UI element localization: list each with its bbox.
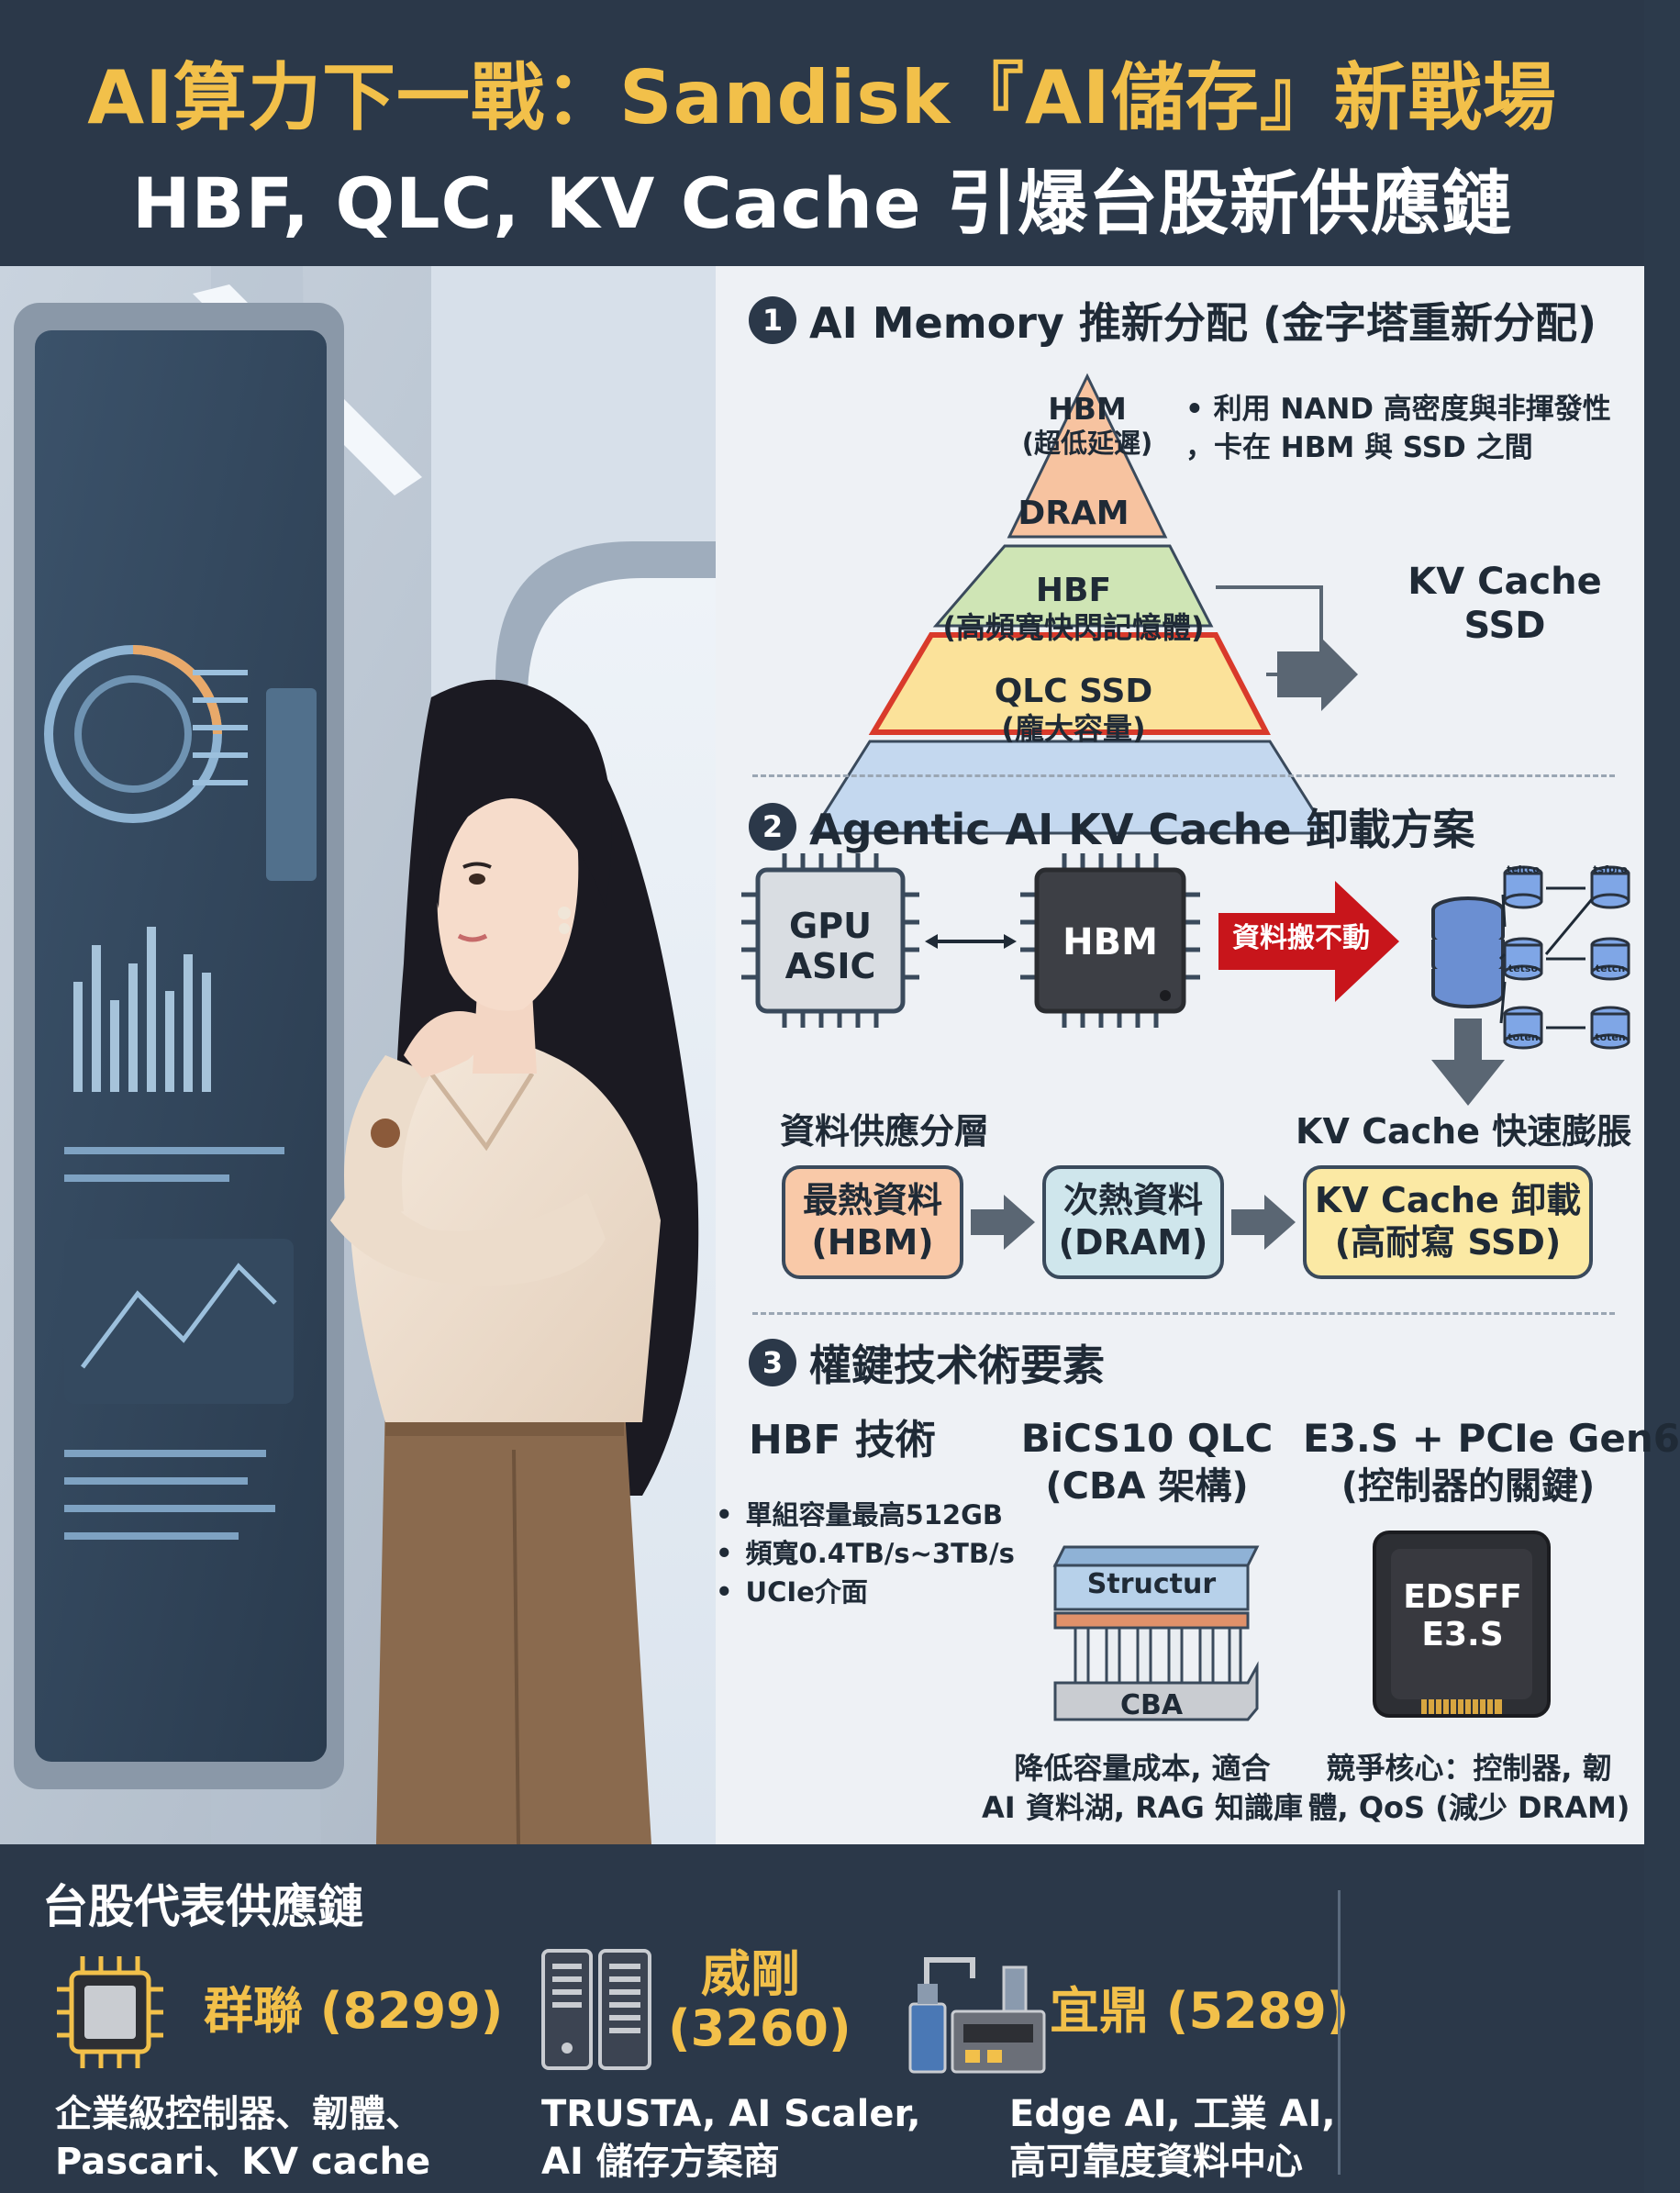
- illustration-art: [0, 266, 716, 1845]
- hbf-tech-title: HBF 技術: [749, 1417, 936, 1464]
- right-info-panel: 1 AI Memory 推新分配 (金字塔重新分配) HBM (超低延遲) DR…: [716, 266, 1680, 1844]
- section-title: AI Memory 推新分配 (金字塔重新分配): [809, 298, 1597, 348]
- mini-db-icon: [1503, 1006, 1543, 1050]
- memory-pyramid-diagram: [809, 373, 1358, 835]
- list-item: UCIe介面: [716, 1573, 1015, 1611]
- hbm-chip-icon: [1020, 853, 1200, 1028]
- factory-robot-icon: [908, 1957, 1046, 2074]
- red-arrow: [1218, 881, 1399, 1002]
- pyramid-note: • 利用 NAND 高密度與非揮發性 ，卡在 HBM 與 SSD 之間: [1185, 393, 1611, 464]
- section-number-badge: 2: [749, 803, 796, 851]
- section-title: 權鍵技术術要素: [809, 1341, 1105, 1390]
- company-name-adata: 威剛 (3260): [668, 1945, 851, 2058]
- footer-divider: [1338, 1890, 1341, 2175]
- mini-db-icon: [1590, 937, 1630, 981]
- list-item: 單組容量最高512GB: [716, 1496, 1015, 1534]
- cba-stack-diagram: [1052, 1545, 1260, 1721]
- company-name-phison: 群聯 (8299): [204, 1982, 504, 2040]
- mini-db-label: toten: [1595, 1031, 1626, 1043]
- gpu-chip-icon: [741, 853, 919, 1028]
- page-subtitle: HBF, QLC, KV Cache 引爆台股新供應鏈: [131, 162, 1513, 244]
- section-divider: [752, 1312, 1615, 1315]
- ssd-label: EDSFF E3.S: [1403, 1578, 1522, 1654]
- fanout-arrows: [1498, 886, 1594, 1030]
- mini-db-label: tsfpro: [1593, 863, 1628, 875]
- mini-db-icon: [1590, 1006, 1630, 1050]
- mini-db-label: teltco: [1507, 863, 1540, 875]
- gpu-label: GPU ASIC: [784, 906, 876, 986]
- down-arrow: [1431, 1019, 1505, 1106]
- list-item: 頻寬0.4TB/s~3TB/s: [716, 1534, 1015, 1573]
- hbm-chip-label: HBM: [1063, 921, 1158, 963]
- pyramid-tier-hbm: [1007, 373, 1168, 539]
- tier-hbm-label: HBM (超低延遲): [1021, 391, 1153, 459]
- flow-box-hottest: 最熱資料 (HBM): [782, 1165, 963, 1279]
- database-icon: [1431, 896, 1505, 1008]
- chip-icon: [57, 1956, 163, 2068]
- kv-arrow: [1277, 638, 1358, 711]
- pyramid-tier-hbf: [868, 632, 1271, 735]
- red-arrow-label: 資料搬不動: [1232, 922, 1370, 954]
- flow-box-kv-offload: KV Cache 卸載 (高耐寫 SSD): [1303, 1165, 1593, 1279]
- section-number-badge: 1: [749, 296, 796, 344]
- mini-db-label: tetso: [1508, 963, 1539, 974]
- e3s-caption: 競爭核心：控制器, 韌 體, QoS (減少 DRAM): [1307, 1751, 1630, 1826]
- hbf-tech-bullets: 單組容量最高512GB 頻寬0.4TB/s~3TB/s UCIe介面: [716, 1496, 1015, 1611]
- mini-db-icon: [1590, 865, 1630, 909]
- kv-growth-caption: KV Cache 快速膨脹: [1296, 1111, 1632, 1152]
- mini-db-label: tetcn: [1595, 963, 1626, 974]
- right-arrow-icon: [971, 1195, 1035, 1250]
- tier-qlc-label: QLC SSD (龐大容量): [994, 673, 1153, 747]
- section-2-heading: 2 Agentic AI KV Cache 卸載方案: [749, 796, 1475, 857]
- tier-dram-label: DRAM: [1018, 495, 1129, 532]
- company-desc-adata: TRUSTA, AI Scaler, AI 儲存方案商: [541, 2093, 921, 2183]
- company-name-innodisk: 宜鼎 (5289): [1050, 1982, 1350, 2040]
- bics-qlc-title: BiCS10 QLC (CBA 架構): [1020, 1416, 1274, 1508]
- mini-db-label: toten: [1508, 1031, 1539, 1043]
- section-1-heading: 1 AI Memory 推新分配 (金字塔重新分配): [749, 290, 1597, 351]
- section-number-badge: 3: [749, 1339, 796, 1386]
- header-banner: AI算力下一戰：Sandisk『AI儲存』新戰場 HBF, QLC, KV Ca…: [0, 0, 1644, 266]
- section-divider: [752, 774, 1615, 777]
- ssd-drive-icon: [1373, 1531, 1551, 1718]
- tier-hbf-label: HBF (高頻寬快閃記憶體): [942, 572, 1205, 646]
- supply-chain-footer: 台股代表供應鏈 群聯 (8299) 企業級控制器、韌體、 Pascari、KV …: [0, 1844, 1644, 2193]
- company-desc-innodisk: Edge AI, 工業 AI, 高可靠度資料中心: [1009, 2093, 1336, 2183]
- qlc-caption: 降低容量成本, 適合 AI 資料湖, RAG 知識庫: [982, 1751, 1303, 1826]
- cba-top-layer-label: Structur: [1086, 1568, 1217, 1600]
- page-title: AI算力下一戰：Sandisk『AI儲存』新戰場: [87, 55, 1557, 140]
- pyramid-tier-qlc: [809, 740, 1330, 835]
- footer-title: 台股代表供應鏈: [42, 1880, 363, 1933]
- e3s-title: E3.S + PCIe Gen6 (控制器的關鍵): [1303, 1416, 1680, 1508]
- section-title: Agentic AI KV Cache 卸載方案: [809, 805, 1475, 854]
- kv-offload-diagram: [741, 853, 1630, 1106]
- right-arrow-icon: [1231, 1195, 1296, 1250]
- woman-viewing-dashboard-illustration: [0, 266, 716, 1845]
- section-3-heading: 3 權鍵技术術要素: [749, 1332, 1105, 1393]
- company-desc-phison: 企業級控制器、韌體、 Pascari、KV cache: [55, 2093, 431, 2183]
- kv-cache-ssd-target: KV Cache SSD: [1407, 561, 1602, 647]
- cba-bottom-layer-label: CBA: [1119, 1689, 1184, 1721]
- flow-box-warm: 次熱資料 (DRAM): [1042, 1165, 1224, 1279]
- pyramid-tier-dram: [932, 544, 1214, 628]
- tiering-caption: 資料供應分層: [780, 1111, 990, 1152]
- server-rack-icon: [541, 1949, 651, 2070]
- mini-db-icon: [1503, 865, 1543, 909]
- mini-db-icon: [1503, 937, 1543, 981]
